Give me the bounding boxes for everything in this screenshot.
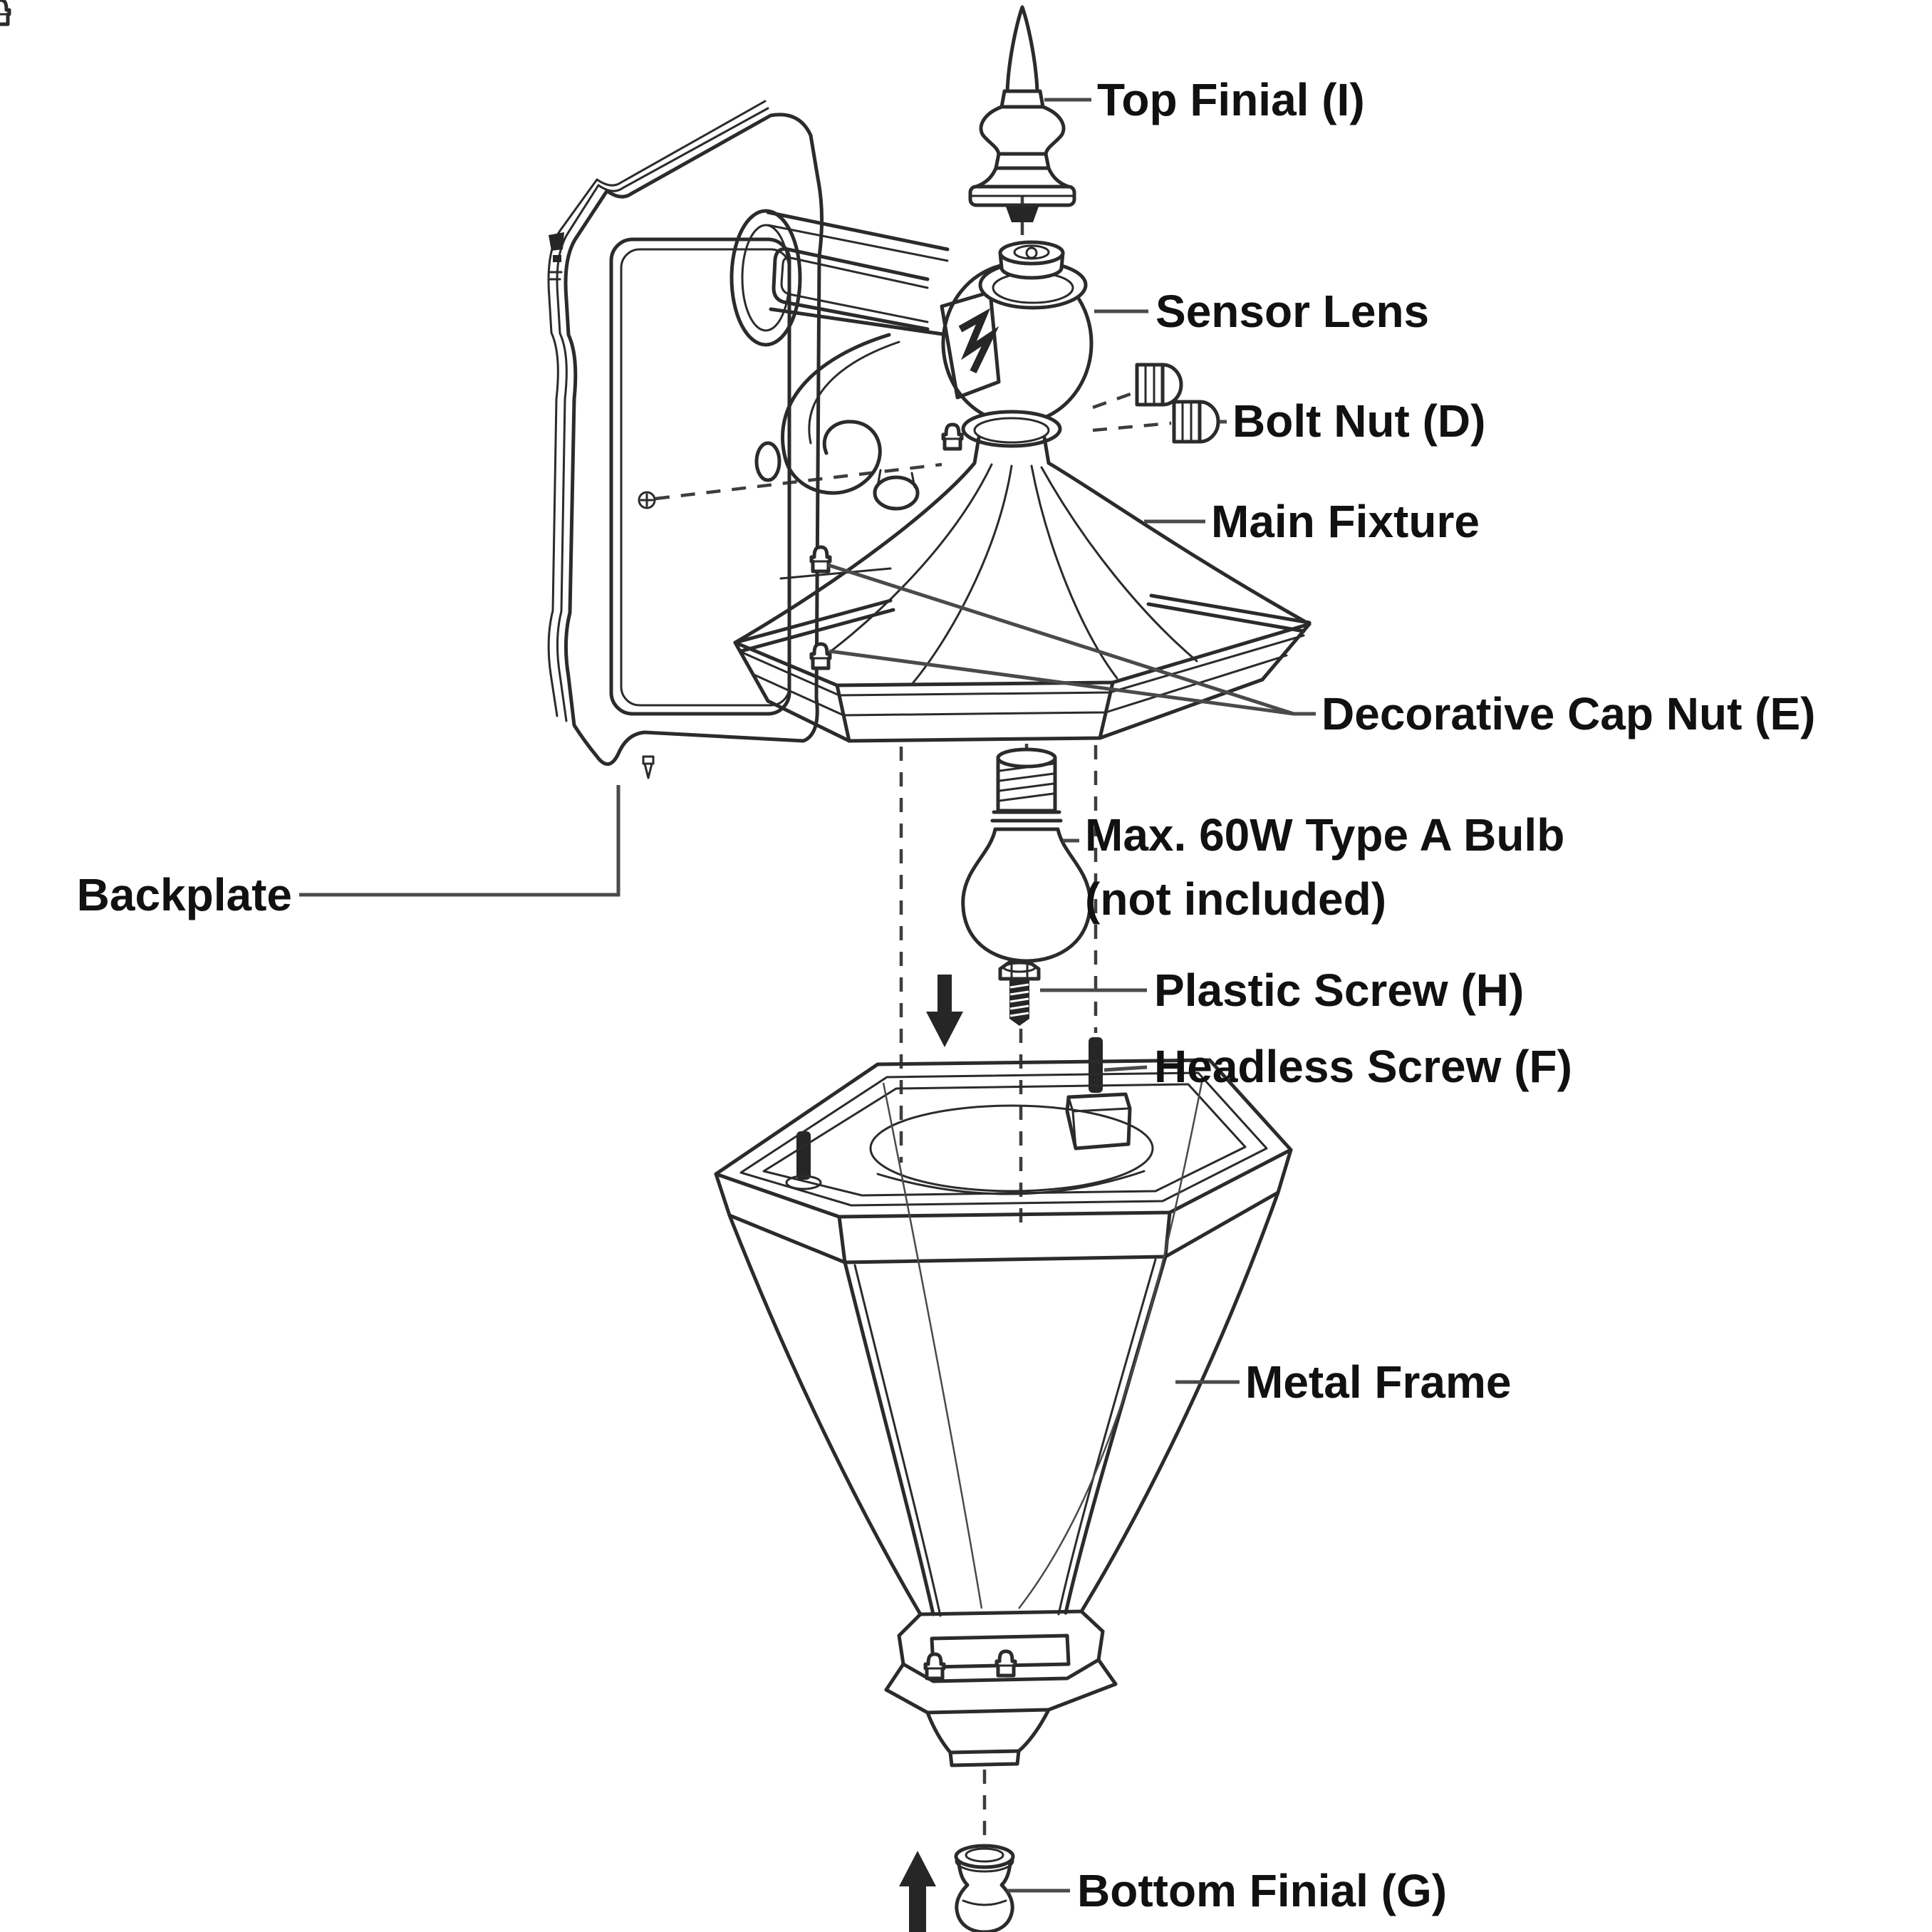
label-sensor-lens: Sensor Lens — [1155, 286, 1429, 337]
label-backplate: Backplate — [77, 869, 292, 920]
main-fixture-drawing — [733, 435, 1312, 743]
top-finial-drawing — [968, 5, 1076, 222]
bolt-nut-1 — [1135, 363, 1183, 407]
label-bulb-line1: Max. 60W Type A Bulb — [1085, 809, 1564, 861]
leader-lines — [299, 98, 1316, 1893]
part-labels: Top Finial (I) Sensor Lens Bolt Nut (D) … — [77, 74, 1816, 1916]
plastic-screw-drawing — [998, 960, 1041, 1026]
label-plastic-screw: Plastic Screw (H) — [1154, 965, 1524, 1016]
bolt-nuts-drawing — [1135, 363, 1220, 444]
bolt-nut-2 — [1172, 400, 1220, 444]
label-main-fixture: Main Fixture — [1211, 496, 1480, 547]
label-bulb-line2: (not included) — [1085, 873, 1386, 925]
label-metal-frame: Metal Frame — [1245, 1356, 1511, 1408]
label-decorative-cap-nut: Decorative Cap Nut (E) — [1321, 688, 1815, 739]
bottom-finial-drawing — [954, 1844, 1015, 1932]
headless-screws-drawing — [785, 1037, 1103, 1190]
label-bottom-finial: Bottom Finial (G) — [1077, 1865, 1447, 1916]
metal-frame-drawing — [714, 1058, 1293, 1767]
insert-direction-down-arrow-icon — [926, 975, 963, 1047]
sensor-lens-drawing — [940, 240, 1094, 448]
label-headless-screw: Headless Screw (F) — [1154, 1041, 1572, 1092]
decorative-cap-nuts-drawing — [0, 0, 962, 668]
mounting-arm-drawing — [766, 210, 950, 337]
backplate-drawing — [547, 100, 824, 779]
photocell-icon — [549, 232, 564, 251]
bulb-drawing — [961, 747, 1092, 963]
label-bolt-nut: Bolt Nut (D) — [1232, 395, 1485, 447]
label-top-finial: Top Finial (I) — [1097, 74, 1365, 125]
scroll-bracket-drawing — [754, 333, 920, 511]
insert-direction-up-arrow-icon — [899, 1851, 936, 1932]
